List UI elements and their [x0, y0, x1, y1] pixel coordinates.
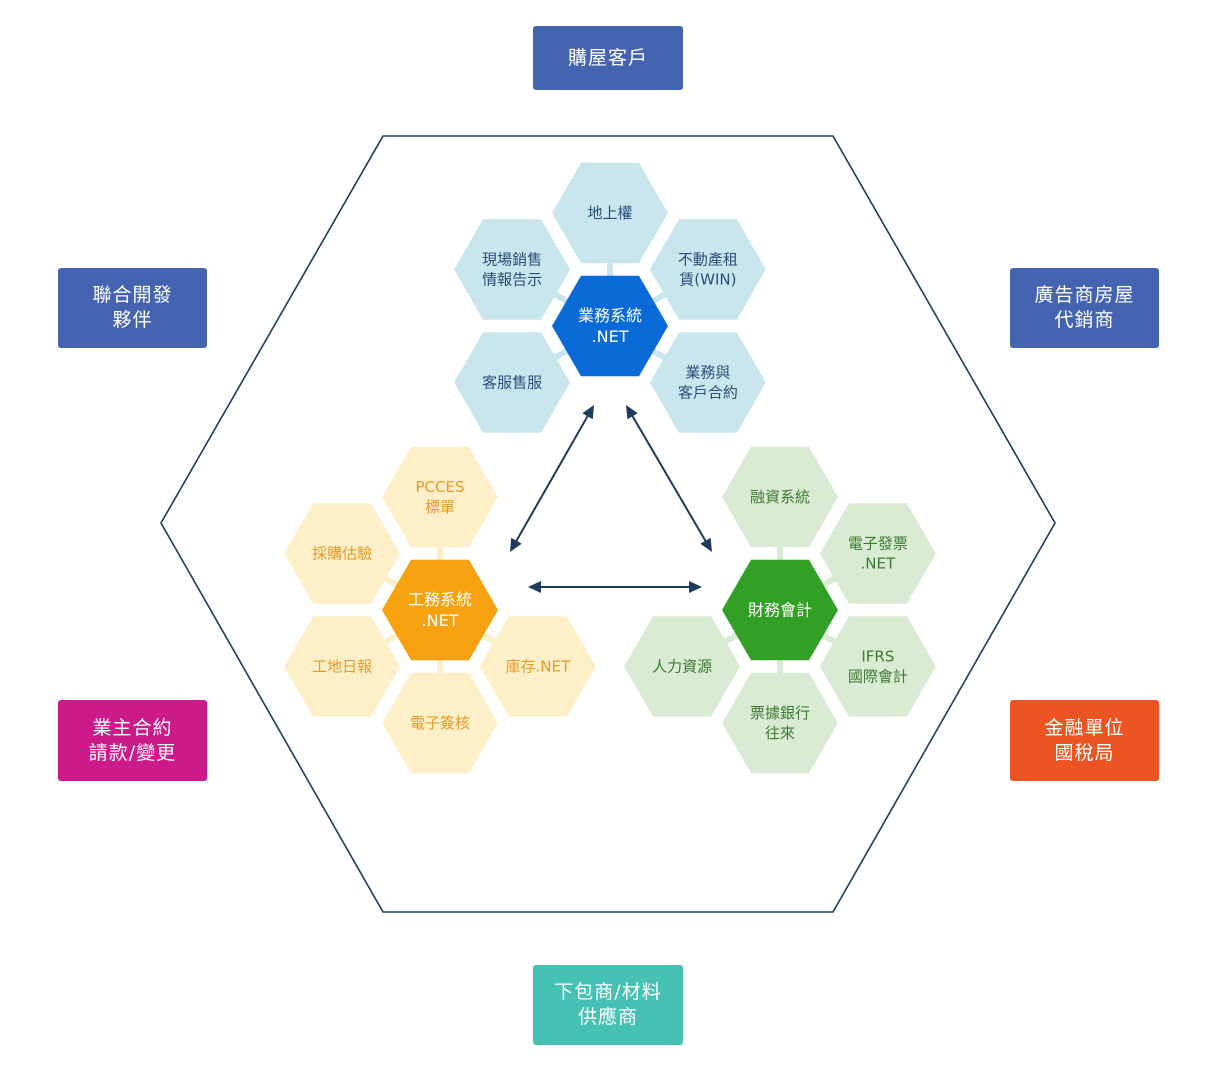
box-owner-line-1: 業主合約: [92, 716, 173, 739]
box-advertiser-agent: 廣告商房屋 代銷商: [1010, 268, 1159, 348]
finance-label-upper_right-line-1: 電子發票: [848, 535, 908, 553]
box-buyer: 購屋客戶: [533, 26, 683, 90]
finance-hex-lower_left: [624, 616, 741, 717]
arrow-business-finance-head-start: [626, 405, 638, 420]
box-finance-line-1: 金融單位: [1044, 716, 1125, 739]
engineering-label-top-line-1: PCCES: [416, 478, 465, 496]
finance-label-lower_right-line-2: 國際會計: [848, 668, 908, 686]
business-label-center-line-2: .NET: [592, 327, 629, 346]
box-buyer-line-1: 購屋客戶: [567, 46, 648, 69]
business-label-lower_right-line-1: 業務與: [685, 364, 730, 382]
arrow-engineering-finance-head-start: [528, 581, 541, 593]
business-label-upper_right-line-2: 賃(WIN): [679, 271, 736, 289]
box-sub-line-2: 供應商: [577, 1006, 638, 1028]
finance-hex-center: [722, 559, 838, 661]
engineering-hex-top: [382, 446, 498, 548]
arrow-business-finance-line: [630, 413, 708, 544]
engineering-label-center-line-2: .NET: [422, 611, 459, 630]
box-joint-line-1: 聯合開發: [92, 284, 173, 306]
finance-label-upper_right-line-2: .NET: [861, 555, 896, 573]
engineering-hex-lower_left: [284, 616, 401, 717]
box-sub-line-1: 下包商/材料: [554, 981, 662, 1003]
engineering-hex-bottom: [382, 672, 498, 774]
box-finance-tax: 金融單位 國稅局: [1010, 700, 1159, 781]
engineering-label-lower_left-line-1: 工地日報: [312, 658, 372, 676]
box-subcontractor: 下包商/材料 供應商: [533, 965, 683, 1045]
business-hex-center: [552, 275, 668, 377]
business-label-upper_left-line-2: 情報告示: [482, 271, 542, 289]
engineering-label-top-line-2: 標單: [425, 498, 455, 516]
arrow-engineering-finance-head-end: [689, 581, 702, 593]
finance-hex-top: [722, 446, 838, 548]
business-label-lower_left-line-1: 客服售服: [482, 374, 542, 392]
finance-hex-bottom: [722, 672, 838, 774]
outer-hexagon-outline: [160, 135, 1056, 913]
engineering-hex-upper_left: [284, 503, 401, 604]
business-label-upper_left-line-1: 現場銷售: [482, 251, 542, 269]
arrow-business-engineering-line: [514, 413, 590, 544]
engineering-hex-lower_right: [479, 616, 596, 717]
finance-hex-lower_right: [819, 616, 936, 717]
business-label-center-line-1: 業務系統: [578, 306, 642, 325]
business-hex-lower_right: [649, 332, 766, 433]
box-owner-contract: 業主合約 請款/變更: [58, 700, 207, 781]
finance-label-top-line-1: 融資系統: [750, 488, 810, 506]
finance-label-lower_right-line-1: IFRS: [861, 648, 894, 666]
business-label-top-line-1: 地上權: [587, 204, 632, 222]
box-finance-line-2: 國稅局: [1054, 741, 1115, 764]
box-owner-line-2: 請款/變更: [88, 741, 177, 764]
business-hex-upper_right: [649, 219, 766, 320]
business-hex-top: [552, 162, 668, 264]
box-ad-line-1: 廣告商房屋: [1034, 284, 1135, 306]
box-ad-line-2: 代銷商: [1054, 309, 1115, 331]
engineering-label-lower_right-line-1: 庫存.NET: [506, 658, 571, 676]
finance-label-bottom-line-1: 票據銀行: [750, 704, 810, 722]
business-label-lower_right-line-2: 客戶合約: [678, 384, 738, 402]
business-hex-lower_left: [454, 332, 571, 433]
business-label-upper_right-line-1: 不動產租: [678, 251, 738, 269]
finance-label-bottom-line-2: 往來: [765, 724, 795, 742]
finance-label-center-line-1: 財務會計: [748, 601, 812, 620]
relationship-arrows: [510, 405, 712, 593]
engineering-label-center-line-1: 工務系統: [408, 590, 472, 609]
business-hex-upper_left: [454, 219, 571, 320]
box-joint-development: 聯合開發 夥伴: [58, 268, 207, 348]
arrow-business-engineering-head-start: [582, 405, 594, 420]
engineering-label-bottom-line-1: 電子簽核: [410, 714, 470, 732]
arrow-business-finance-head-end: [700, 537, 712, 552]
finance-hex-upper_right: [819, 503, 936, 604]
engineering-hex-center: [382, 559, 498, 661]
finance-label-lower_left-line-1: 人力資源: [652, 658, 712, 676]
box-joint-line-2: 夥伴: [112, 309, 153, 331]
engineering-label-upper_left-line-1: 採購估驗: [312, 545, 372, 563]
arrow-business-engineering-head-end: [510, 537, 522, 552]
